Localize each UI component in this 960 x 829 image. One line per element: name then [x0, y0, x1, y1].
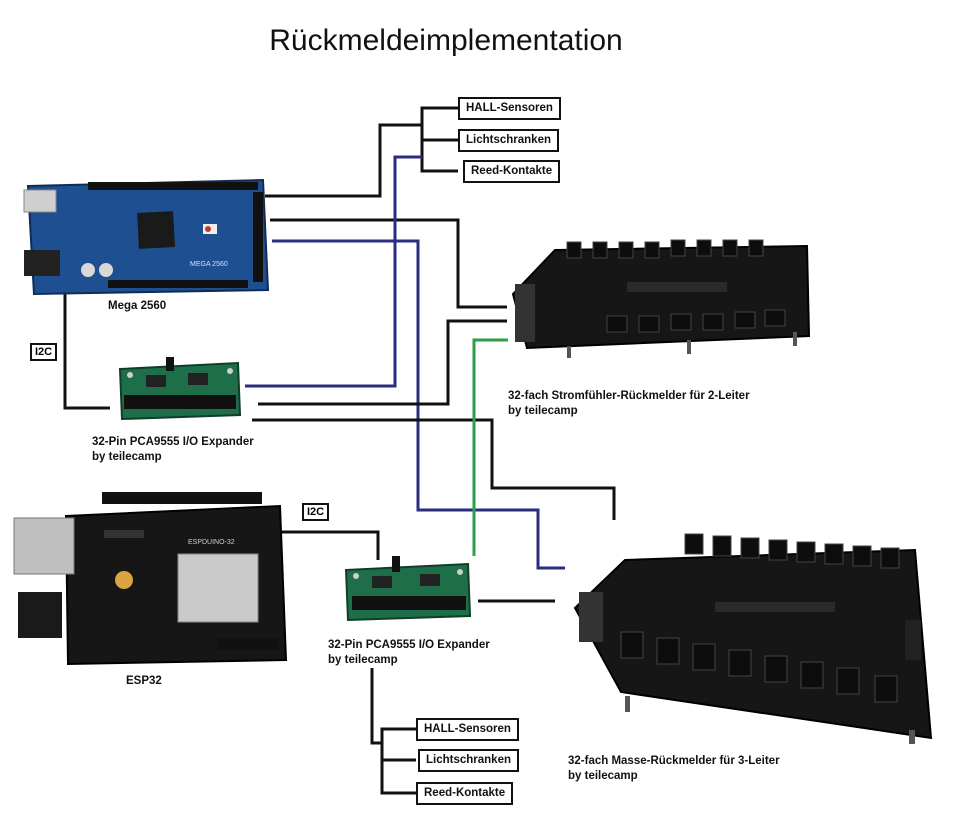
expander-1-line2: by teilecamp: [92, 451, 162, 463]
sensor-box-reed-bottom: Reed-Kontakte: [416, 782, 514, 805]
expander-2-line1: 32-Pin PCA9555 I/O Expander: [328, 639, 490, 651]
expander-1-label: 32-Pin PCA9555 I/O Expander by teilecamp: [92, 435, 254, 465]
sensor-box-licht-bottom: Lichtschranken: [418, 749, 519, 772]
sensor-box-hall-top: HALL-Sensoren: [458, 97, 561, 120]
masse-line2: by teilecamp: [568, 770, 638, 782]
sensor-box-licht-top: Lichtschranken: [458, 129, 559, 152]
expander-1-board-image: [118, 357, 242, 421]
mega-silk-text: MEGA 2560: [190, 261, 228, 268]
wire-mega-to-strom: [270, 218, 507, 309]
masse-board-image: [573, 533, 933, 744]
mega-label: Mega 2560: [108, 300, 167, 312]
masse-label: 32-fach Masse-Rückmelder für 3-Leiter by…: [568, 754, 780, 784]
wire-i2c-mega-expander: [63, 290, 110, 410]
wire-expander1-to-masse: [252, 418, 616, 520]
mega-2560-board-image: MEGA 2560: [23, 178, 270, 296]
expander-2-label: 32-Pin PCA9555 I/O Expander by teilecamp: [328, 638, 490, 668]
strom-label: 32-fach Stromfühler-Rückmelder für 2-Lei…: [508, 389, 750, 419]
sensor-box-hall-bottom: HALL-Sensoren: [416, 718, 519, 741]
esp32-board-image: ESPDUINO-32: [13, 492, 288, 666]
expander-2-line2: by teilecamp: [328, 654, 398, 666]
esp-silk-text: ESPDUINO-32: [188, 539, 235, 546]
wire-expander1-to-strom: [258, 319, 507, 406]
wire-expander2-to-sensors: [370, 668, 382, 745]
esp32-label: ESP32: [126, 675, 162, 687]
page-title: Rückmeldeimplementation: [269, 24, 623, 57]
wire-green: [472, 338, 508, 556]
expander-2-board-image: [344, 556, 472, 622]
i2c-tag-1: I2C: [30, 343, 58, 361]
stromfuehler-board-image: [511, 239, 811, 358]
strom-line1: 32-fach Stromfühler-Rückmelder für 2-Lei…: [508, 390, 750, 402]
wire-i2c-esp-expander: [258, 530, 380, 560]
i2c-tag-2: I2C: [302, 503, 330, 521]
masse-line1: 32-fach Masse-Rückmelder für 3-Leiter: [568, 755, 780, 767]
sensor-box-reed-top: Reed-Kontakte: [463, 160, 561, 183]
wire-expander1-blue: [245, 155, 422, 388]
strom-line2: by teilecamp: [508, 405, 578, 417]
wire-mega-to-sensors: [265, 123, 422, 198]
expander-1-line1: 32-Pin PCA9555 I/O Expander: [92, 436, 254, 448]
